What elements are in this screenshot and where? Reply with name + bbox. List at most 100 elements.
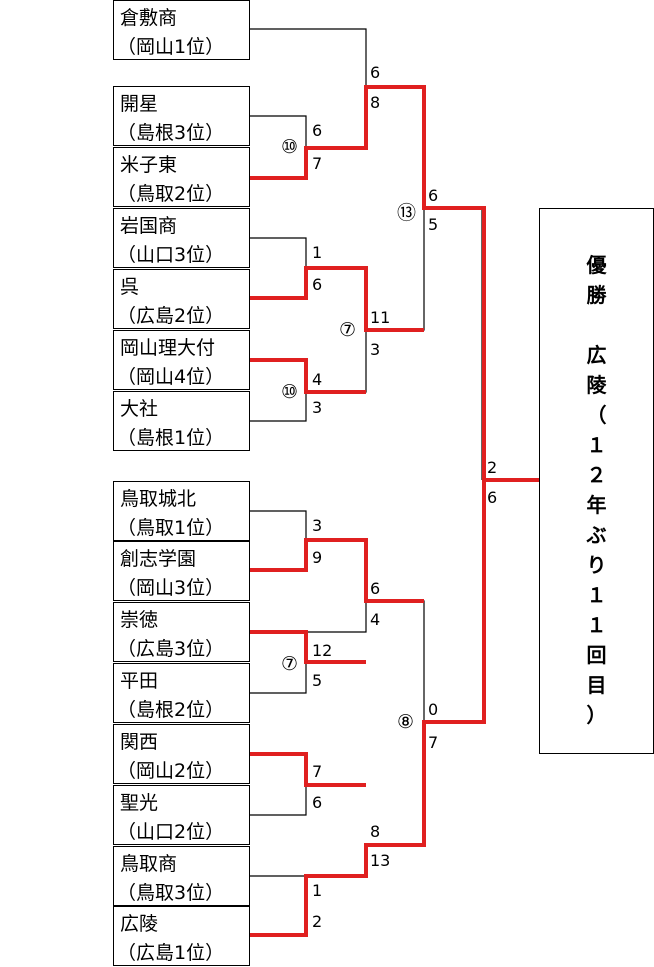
score-kure: 6 [312, 275, 323, 294]
team-name: 鳥取商 [120, 853, 178, 875]
team-box-4: 岩国商 （山口3位） [113, 208, 250, 268]
team-seed: （島根1位） [117, 427, 225, 449]
champion-char: 陵 [586, 373, 607, 397]
team-box-5: 呉 （広島2位） [113, 269, 250, 329]
champion-char: ぶ [586, 523, 607, 547]
champion-char: １ [586, 613, 607, 637]
score-okayamaridai-qf: 3 [370, 340, 381, 359]
team-seed: （島根3位） [117, 122, 225, 144]
score-kaisei: 6 [312, 121, 323, 140]
champion-char: 回 [586, 643, 607, 667]
team-name: 関西 [120, 731, 159, 753]
champion-char: ２ [586, 463, 607, 487]
team-seed: （山口2位） [117, 821, 225, 843]
team-box-7: 大社 （島根1位） [113, 391, 250, 451]
score-tottorisho: 1 [312, 881, 323, 900]
line-tottorijohoku [250, 510, 307, 570]
team-box-13: 聖光 （山口2位） [113, 785, 250, 845]
score-kure-qf: 11 [370, 308, 391, 327]
team-seed: （鳥取2位） [117, 183, 225, 205]
round-mark: ⑬ [397, 202, 417, 224]
team-box-2: 開星 （島根3位） [113, 86, 250, 146]
team-box-14: 鳥取商 （鳥取3位） [113, 846, 250, 906]
champion-char: 年 [586, 493, 607, 517]
score-sotoku-qf: 4 [370, 610, 381, 629]
champion-char: １ [586, 433, 607, 457]
score-soshigakuen-qf: 6 [370, 579, 381, 598]
round-mark: ⑩ [281, 136, 299, 158]
line-taisha [250, 392, 307, 422]
team-box-11: 平田 （島根2位） [113, 663, 250, 723]
score-sotoku: 12 [312, 641, 333, 660]
score-kurashikisho: 6 [370, 63, 381, 82]
score-seiko: 6 [312, 793, 323, 812]
team-seed: （岡山1位） [117, 36, 225, 58]
team-name: 倉敷商 [120, 7, 178, 29]
round-mark: ⑦ [339, 319, 357, 341]
round-mark: ⑦ [281, 653, 299, 675]
line-iwakunisho [250, 237, 307, 298]
champion-char: 優 [586, 253, 607, 277]
score-taisha: 3 [312, 398, 323, 417]
winner-line-yonagohigashi [250, 85, 540, 482]
score-iwakunisho: 1 [312, 243, 323, 262]
line-seiko [250, 785, 307, 816]
team-name: 大社 [120, 398, 159, 420]
score-kansai-qf: 8 [370, 822, 381, 841]
champion-char: 勝 [586, 283, 607, 307]
team-box-9: 創志学園 （岡山3位） [113, 541, 250, 601]
round-mark: ⑧ [397, 711, 415, 733]
team-name: 創志学園 [120, 548, 197, 570]
score-hirata: 5 [312, 671, 323, 690]
team-box-6: 岡山理大付 （岡山4位） [113, 330, 250, 390]
team-box-8: 鳥取城北 （鳥取1位） [113, 481, 250, 541]
score-yonagohigashi-sf: 6 [428, 186, 439, 205]
winner-line-soshigakuen [250, 538, 424, 603]
team-name: 岩国商 [120, 215, 178, 237]
score-soshigakuen: 9 [312, 548, 323, 567]
champion-box: 優 勝 広 陵 （ １ ２ 年 ぶ り １ １ 回 目 ） [539, 208, 654, 754]
score-koryo-qf: 13 [370, 851, 391, 870]
line-final-yonagohigashi [426, 208, 483, 480]
score-final-yonagohigashi: 2 [487, 458, 498, 477]
team-name: 米子東 [120, 154, 178, 176]
team-name: 岡山理大付 [120, 337, 216, 359]
team-box-12: 関西 （岡山2位） [113, 724, 250, 784]
score-okayamaridai: 4 [312, 370, 323, 389]
team-box-10: 崇徳 （広島3位） [113, 602, 250, 662]
team-seed: （島根2位） [117, 699, 225, 721]
line-qf-sotoku [308, 601, 367, 633]
team-name: 聖光 [120, 792, 159, 814]
team-seed: （岡山3位） [117, 577, 225, 599]
winner-line-kansai [250, 752, 366, 787]
champion-char: 目 [586, 673, 607, 697]
champion-char: り [586, 553, 607, 577]
winner-line-okayamaridai [250, 358, 366, 394]
bracket-winner-lines [250, 85, 540, 937]
winner-line-sotoku [250, 630, 366, 664]
team-seed: （広島3位） [117, 638, 225, 660]
team-seed: （鳥取3位） [117, 882, 225, 904]
champion-char: ） [586, 703, 607, 727]
winner-line-kure [250, 266, 424, 332]
score-yonagohigashi-qf: 8 [370, 93, 381, 112]
score-yonagohigashi: 7 [312, 154, 323, 173]
team-name: 呉 [120, 276, 140, 298]
winner-line-koryo [250, 480, 486, 937]
team-seed: （鳥取1位） [117, 517, 225, 539]
team-name: 平田 [120, 670, 159, 692]
team-name: 鳥取城北 [120, 488, 197, 510]
score-koryo-sf: 7 [428, 733, 439, 752]
score-kure-sf: 5 [428, 215, 439, 234]
line-tottorisho [250, 875, 307, 935]
score-final-koryo: 6 [487, 488, 498, 507]
team-seed: （広島2位） [117, 305, 225, 327]
score-koryo: 2 [312, 912, 323, 931]
champion-char: （ [586, 403, 607, 427]
team-seed: （岡山4位） [117, 366, 225, 388]
team-seed: （岡山2位） [117, 760, 225, 782]
champion-char: 広 [586, 343, 607, 367]
team-seed: （山口3位） [117, 244, 225, 266]
score-soshigakuen-sf: 0 [428, 700, 439, 719]
